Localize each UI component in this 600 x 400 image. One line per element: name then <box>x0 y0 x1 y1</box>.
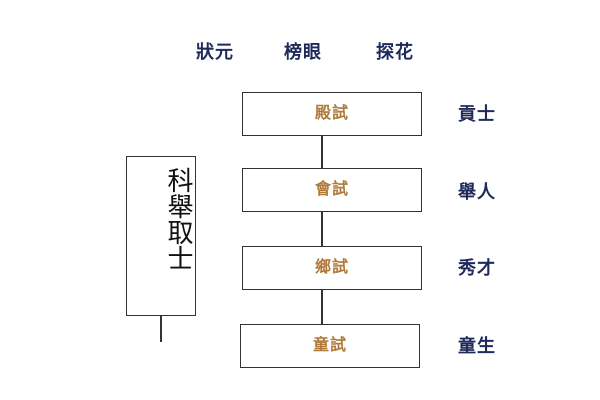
title-tanhua: 探花 <box>376 42 414 63</box>
rank-label-gongshi: 貢士 <box>458 104 496 125</box>
side-stem-line <box>160 316 162 342</box>
rank-label-xiucai: 秀才 <box>458 258 496 279</box>
rank-label-juren: 舉人 <box>458 182 496 203</box>
rank-label-tongsheng: 童生 <box>458 336 496 357</box>
stage-box-palace-exam: 殿試 <box>242 92 422 136</box>
title-bangyan: 榜眼 <box>284 42 322 63</box>
connector-line <box>321 290 323 324</box>
stage-label: 童試 <box>312 335 347 354</box>
stage-box-metropolitan-exam: 會試 <box>242 168 422 212</box>
stage-box-provincial-exam: 鄉試 <box>242 246 422 290</box>
title-zhuangyuan: 狀元 <box>196 42 234 63</box>
connector-line <box>321 212 323 246</box>
connector-line <box>321 136 323 168</box>
stage-label: 會試 <box>314 179 349 198</box>
stage-box-child-exam: 童試 <box>240 324 420 368</box>
stage-label: 殿試 <box>314 103 349 122</box>
stage-label: 鄉試 <box>314 257 349 276</box>
side-label-text: 科舉取士 <box>163 167 193 271</box>
side-label-box: 科舉取士 <box>126 156 196 316</box>
